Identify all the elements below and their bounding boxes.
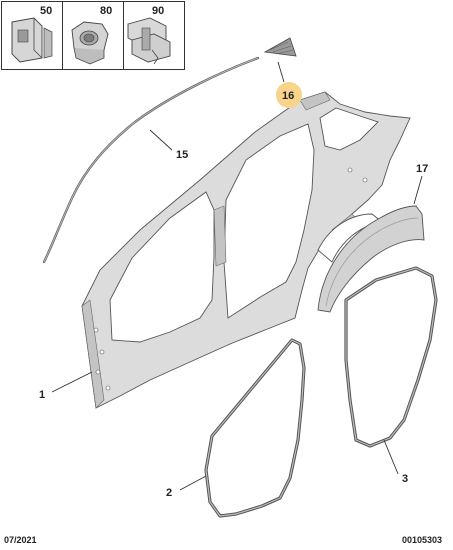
fastener-icon [127,17,171,65]
callout-17-label: 17 [416,163,428,175]
callout-16-label: 16 [282,90,294,102]
thumbnail-80-label: 80 [100,5,112,17]
footer-date: 07/2021 [4,535,37,545]
nut-icon [71,21,109,65]
callout-1: 1 [39,389,45,401]
callout-16[interactable]: 16 [276,82,302,108]
callout-15: 15 [176,149,188,161]
trim-piece-16[interactable] [263,37,297,57]
thumbnail-50[interactable]: 50 [11,5,53,63]
clip-icon [11,17,53,63]
thumbnail-50-label: 50 [40,5,52,17]
wheel-arch-trim-17[interactable] [317,205,425,313]
footer-ref: 00105303 [402,535,442,545]
rear-door-seal-3[interactable] [344,266,438,448]
front-door-seal-2[interactable] [204,338,306,518]
thumbnail-90-label: 90 [152,5,164,17]
callout-2-label: 2 [166,487,172,499]
body-side-panel-1[interactable] [81,91,411,409]
thumbnail-80[interactable]: 80 [71,5,112,65]
callout-2: 2 [166,487,172,499]
callout-1-label: 1 [39,389,45,401]
thumbnail-strip: 50 80 90 [1,1,185,70]
callout-15-label: 15 [176,149,188,161]
roof-molding-15[interactable] [42,56,260,264]
callout-16-highlight [276,82,302,108]
callout-3: 3 [402,473,408,485]
thumbnail-90[interactable]: 90 [127,5,171,65]
callout-3-label: 3 [402,473,408,485]
callout-17: 17 [416,163,428,175]
leader-lines [51,61,423,491]
